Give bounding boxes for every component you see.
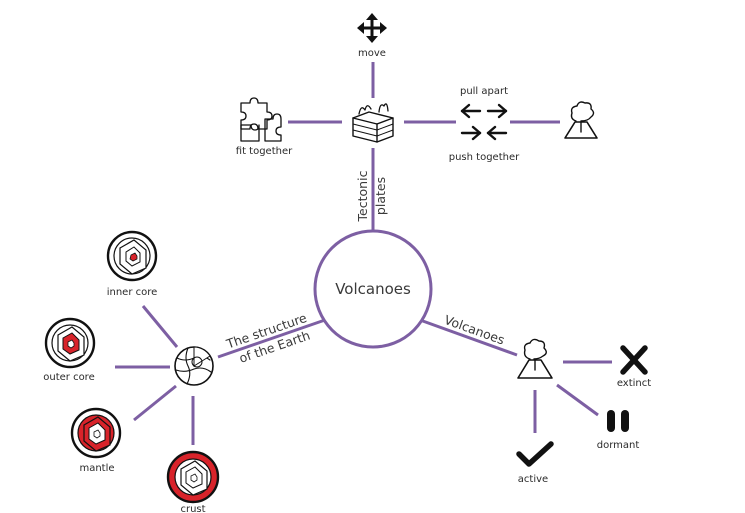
- extinct-cross-icon: [620, 345, 648, 375]
- center-node: Volcanoes: [313, 229, 433, 349]
- connector-center-to-earth: [217, 318, 326, 359]
- active-label: active: [518, 474, 548, 485]
- extinct-label: extinct: [617, 378, 651, 389]
- center-label: Volcanoes: [335, 280, 411, 298]
- inner-core-label: inner core: [107, 287, 158, 298]
- connector-volcano-to-dormant: [556, 383, 599, 417]
- tectonic-plates-icon: [352, 103, 394, 143]
- mantle-icon: [70, 407, 122, 459]
- dormant-label: dormant: [597, 440, 640, 451]
- pull-apart-icon: [460, 103, 508, 119]
- inner-core-icon: [106, 230, 158, 282]
- fit-together-label: fit together: [236, 146, 293, 157]
- outer-core-icon: [44, 317, 96, 369]
- crust-icon: [166, 450, 220, 504]
- dormant-pause-icon: [607, 410, 629, 432]
- outer-core-label: outer core: [43, 372, 94, 383]
- earth-layers-icon: [174, 346, 214, 386]
- branch-label-tectonic-line1: Tectonic: [355, 170, 370, 222]
- connectors: [115, 62, 612, 445]
- jigsaw-icon: [240, 97, 282, 142]
- branch-label-tectonic-line2: plates: [373, 177, 388, 215]
- branch-label-volcanoes: Volcanoes: [442, 312, 506, 348]
- connector-earth-to-mantle: [133, 384, 177, 422]
- erupting-volcano-icon: [564, 101, 598, 139]
- mantle-label: mantle: [79, 463, 114, 474]
- crust-label: crust: [180, 504, 205, 513]
- connector-center-to-volcano: [419, 318, 518, 357]
- push-together-label: push together: [449, 152, 520, 163]
- push-together-icon: [460, 125, 508, 141]
- connector-earth-to-inner-core: [141, 305, 179, 348]
- volcano-icon: [517, 338, 553, 379]
- move-label: move: [358, 48, 386, 59]
- move-icon: [357, 13, 387, 43]
- pull-apart-label: pull apart: [460, 86, 508, 97]
- active-checkmark-icon: [516, 441, 554, 467]
- center-circle: [313, 229, 433, 349]
